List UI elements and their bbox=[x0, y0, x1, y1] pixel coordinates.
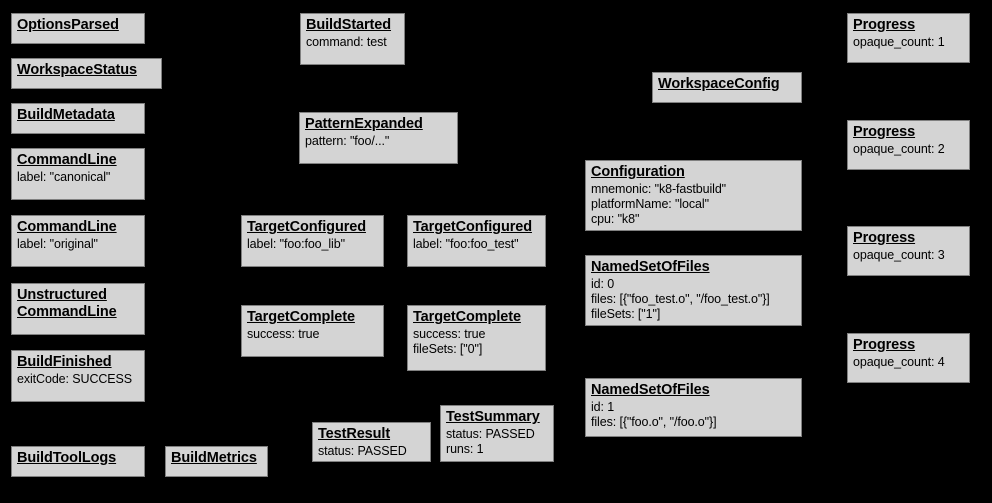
event-node-field: command: test bbox=[306, 35, 387, 50]
event-node-field: label: "canonical" bbox=[17, 170, 111, 185]
event-node-title: TargetConfigured bbox=[413, 219, 532, 235]
event-node-title: TargetComplete bbox=[247, 309, 355, 325]
event-node-target-complete-lib[interactable]: TargetComplete success: true bbox=[241, 305, 384, 357]
event-node-test-result[interactable]: TestResult status: PASSED bbox=[312, 422, 431, 462]
event-node-field: opaque_count: 1 bbox=[853, 35, 945, 50]
event-node-workspace-config[interactable]: WorkspaceConfig bbox=[652, 72, 802, 103]
event-node-title: PatternExpanded bbox=[305, 116, 423, 132]
event-node-field: id: 1 bbox=[591, 400, 615, 415]
event-node-build-metadata[interactable]: BuildMetadata bbox=[11, 103, 145, 134]
event-node-configuration[interactable]: Configuration mnemonic: "k8-fastbuild"pla… bbox=[585, 160, 802, 231]
event-node-progress-3[interactable]: Progress opaque_count: 3 bbox=[847, 226, 970, 276]
event-node-target-configured-foo-lib[interactable]: TargetConfigured label: "foo:foo_lib" bbox=[241, 215, 384, 267]
event-node-title: BuildMetadata bbox=[17, 107, 115, 123]
event-node-command-line-original[interactable]: CommandLine label: "original" bbox=[11, 215, 145, 267]
event-node-title: NamedSetOfFiles bbox=[591, 382, 710, 398]
event-node-title: CommandLine bbox=[17, 152, 117, 168]
event-node-pattern-expanded[interactable]: PatternExpanded pattern: "foo/..." bbox=[299, 112, 458, 164]
event-node-title: NamedSetOfFiles bbox=[591, 259, 710, 275]
event-node-build-started[interactable]: BuildStarted command: test bbox=[300, 13, 405, 65]
event-node-title: BuildFinished bbox=[17, 354, 112, 370]
event-node-field: pattern: "foo/..." bbox=[305, 134, 390, 149]
event-node-field: status: PASSED bbox=[318, 444, 407, 459]
event-node-command-line-canonical[interactable]: CommandLine label: "canonical" bbox=[11, 148, 145, 200]
event-node-progress-4[interactable]: Progress opaque_count: 4 bbox=[847, 333, 970, 383]
event-node-field: files: [{"foo.o", "/foo.o"}] bbox=[591, 414, 717, 429]
event-node-field: success: true bbox=[247, 327, 320, 342]
event-node-title: TargetConfigured bbox=[247, 219, 366, 235]
event-node-build-tool-logs[interactable]: BuildToolLogs bbox=[11, 446, 145, 477]
event-node-field: fileSets: ["0"] bbox=[413, 341, 483, 356]
event-node-workspace-status[interactable]: WorkspaceStatus bbox=[11, 58, 162, 89]
event-node-build-finished[interactable]: BuildFinished exitCode: SUCCESS bbox=[11, 350, 145, 402]
event-node-field: fileSets: ["1"] bbox=[591, 306, 661, 321]
event-node-field: label: "original" bbox=[17, 237, 98, 252]
event-node-field: id: 0 bbox=[591, 277, 615, 292]
event-node-field: mnemonic: "k8-fastbuild" bbox=[591, 182, 727, 197]
event-node-build-metrics[interactable]: BuildMetrics bbox=[165, 446, 268, 477]
event-node-title: Progress bbox=[853, 17, 916, 33]
event-node-title: BuildToolLogs bbox=[17, 450, 117, 466]
event-node-title: WorkspaceStatus bbox=[17, 62, 137, 78]
event-node-unstructured-command-line[interactable]: Unstructured CommandLine bbox=[11, 283, 145, 335]
event-node-target-configured-foo-test[interactable]: TargetConfigured label: "foo:foo_test" bbox=[407, 215, 546, 267]
event-node-title: Progress bbox=[853, 230, 916, 246]
event-node-title: Progress bbox=[853, 124, 916, 140]
event-node-progress-2[interactable]: Progress opaque_count: 2 bbox=[847, 120, 970, 170]
event-node-field: platformName: "local" bbox=[591, 196, 709, 211]
event-node-title: Unstructured CommandLine bbox=[17, 287, 117, 321]
event-node-field: opaque_count: 3 bbox=[853, 248, 945, 263]
event-node-field: label: "foo:foo_test" bbox=[413, 237, 519, 252]
event-node-field: status: PASSED bbox=[446, 427, 535, 442]
event-node-field: runs: 1 bbox=[446, 441, 484, 456]
event-node-title: TargetComplete bbox=[413, 309, 521, 325]
event-node-title: WorkspaceConfig bbox=[658, 76, 780, 92]
event-node-title: BuildMetrics bbox=[171, 450, 257, 466]
event-node-field: opaque_count: 2 bbox=[853, 142, 945, 157]
event-node-field: exitCode: SUCCESS bbox=[17, 372, 133, 387]
event-node-title: BuildStarted bbox=[306, 17, 392, 33]
event-node-title: Configuration bbox=[591, 164, 685, 180]
event-node-title: TestResult bbox=[318, 426, 391, 442]
event-node-title: TestSummary bbox=[446, 409, 540, 425]
event-node-field: label: "foo:foo_lib" bbox=[247, 237, 345, 252]
event-node-field: success: true bbox=[413, 327, 486, 342]
event-node-options-parsed[interactable]: OptionsParsed bbox=[11, 13, 145, 44]
event-node-title: OptionsParsed bbox=[17, 17, 119, 33]
event-node-field: cpu: "k8" bbox=[591, 211, 640, 226]
event-node-progress-1[interactable]: Progress opaque_count: 1 bbox=[847, 13, 970, 63]
event-node-title: CommandLine bbox=[17, 219, 117, 235]
event-node-field: files: [{"foo_test.o", "/foo_test.o"}] bbox=[591, 291, 770, 306]
event-node-field: opaque_count: 4 bbox=[853, 355, 945, 370]
event-node-title: Progress bbox=[853, 337, 916, 353]
